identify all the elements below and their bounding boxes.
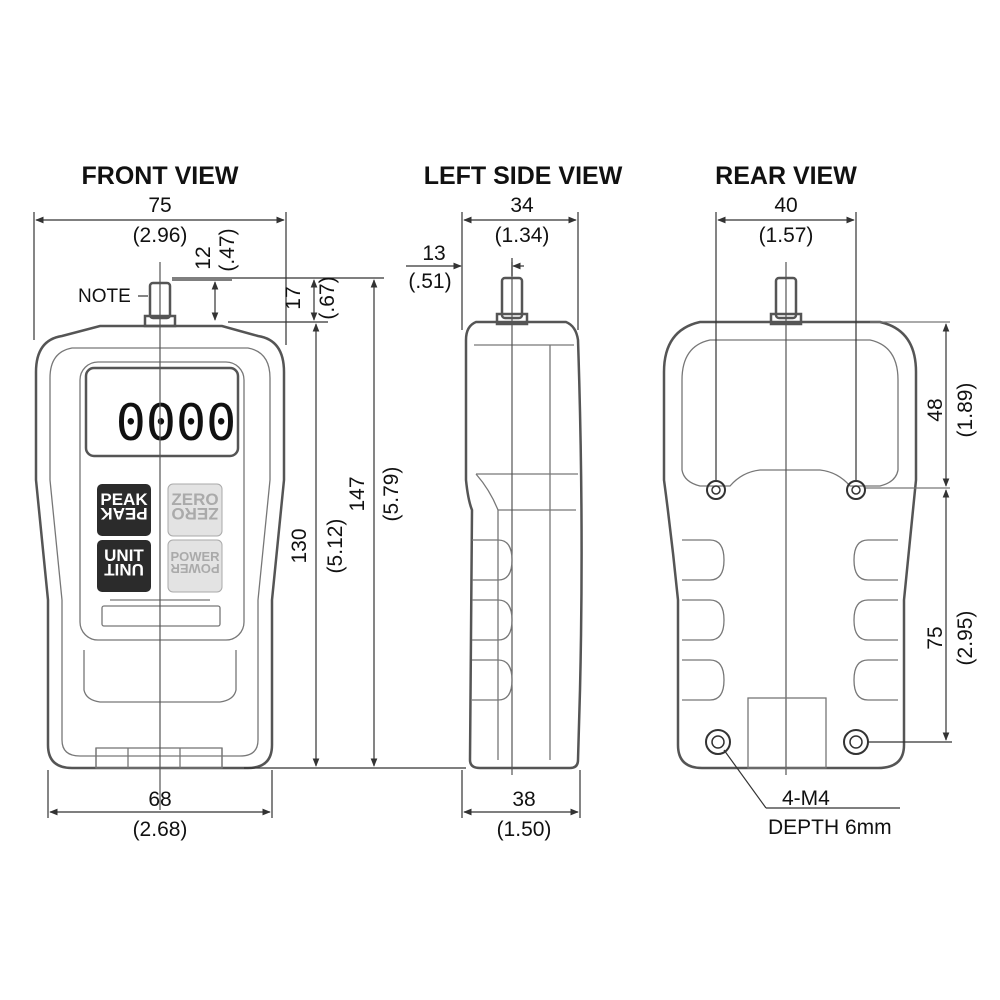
rear-shaft-collar <box>769 312 803 326</box>
front-base-width-mm: 68 <box>148 788 171 811</box>
side-base-width-inch: (1.50) <box>497 818 552 841</box>
peak-key-label-inverted: PEAK <box>100 504 148 523</box>
front-view: 0000 PEAK PEAK ZERO ZERO UNIT UNIT POWER… <box>34 262 286 810</box>
front-total-height-inch: (5.79) <box>380 467 403 522</box>
rear-lower-height-inch: (2.95) <box>954 611 977 666</box>
side-view <box>464 262 583 775</box>
mounting-hole-lower-left <box>705 729 731 755</box>
front-total-height-mm: 147 <box>346 476 369 511</box>
front-view-title: FRONT VIEW <box>82 162 239 190</box>
front-body-height-inch: (5.12) <box>324 519 347 574</box>
front-width-inch: (2.96) <box>133 224 188 247</box>
mounting-hole-upper-right <box>846 480 866 500</box>
depth-label: DEPTH 6mm <box>768 816 892 839</box>
peak-key[interactable]: PEAK PEAK <box>97 484 151 536</box>
front-width-mm: 75 <box>148 194 171 217</box>
rear-hole-span-inch: (1.57) <box>759 224 814 247</box>
front-dimensions: 75 (2.96) 12 (.47) 17 (.67) 130 (5.12) 1… <box>33 194 466 841</box>
note-label: NOTE <box>78 286 131 307</box>
side-dimensions: 34 (1.34) 13 (.51) 38 (1.50) <box>406 194 581 841</box>
front-shaft-inch: (.47) <box>216 228 239 271</box>
side-base-width-mm: 38 <box>512 788 535 811</box>
side-shaft-collar <box>495 312 529 326</box>
rear-hole-span-mm: 40 <box>774 194 797 217</box>
side-shaft <box>500 276 524 320</box>
unit-key-label-inverted: UNIT <box>104 560 144 579</box>
lcd-reading: 0000 <box>116 394 236 452</box>
rear-view-title: REAR VIEW <box>715 162 857 190</box>
mounting-hole-upper-left <box>706 480 726 500</box>
unit-key[interactable]: UNIT UNIT <box>97 540 151 592</box>
rear-shaft <box>774 276 798 320</box>
lcd-window <box>84 366 240 458</box>
side-body-outline <box>464 320 583 770</box>
thread-label: 4-M4 <box>782 787 830 810</box>
rear-view <box>662 262 950 775</box>
mounting-hole-lower-right <box>843 729 869 755</box>
rear-upper-height-inch: (1.89) <box>954 383 977 438</box>
front-shaft-total-inch: (.67) <box>316 276 339 319</box>
zero-key-label: ZERO <box>171 490 218 509</box>
front-shaft-total-mm: 17 <box>282 286 305 309</box>
zero-key[interactable]: ZERO ZERO <box>167 483 223 537</box>
unit-key-label: UNIT <box>104 546 144 565</box>
zero-key-label-inverted: ZERO <box>171 504 218 523</box>
side-width-inch: (1.34) <box>495 224 550 247</box>
peak-key-label: PEAK <box>100 490 148 509</box>
side-width-mm: 34 <box>510 194 534 217</box>
side-shaft-offset-inch: (.51) <box>408 270 451 293</box>
front-base-width-inch: (2.68) <box>133 818 188 841</box>
rear-body-outline <box>662 320 918 770</box>
front-label-plate <box>101 605 221 627</box>
power-key[interactable]: POWER POWER <box>167 539 223 593</box>
rear-upper-height-mm: 48 <box>924 398 947 421</box>
front-body-height-mm: 130 <box>288 528 311 563</box>
rear-lower-height-mm: 75 <box>924 626 947 649</box>
rear-dimensions: 40 (1.57) 48 (1.89) 75 (2.95) 4-M4 DEPTH… <box>715 194 977 839</box>
battery-cover <box>747 697 827 769</box>
power-key-label: POWER <box>170 549 220 564</box>
front-shaft-mm: 12 <box>192 246 215 269</box>
power-key-label-inverted: POWER <box>170 561 220 576</box>
front-face-panel <box>79 361 245 641</box>
side-shaft-offset-mm: 13 <box>422 242 445 265</box>
side-view-title: LEFT SIDE VIEW <box>424 162 623 190</box>
